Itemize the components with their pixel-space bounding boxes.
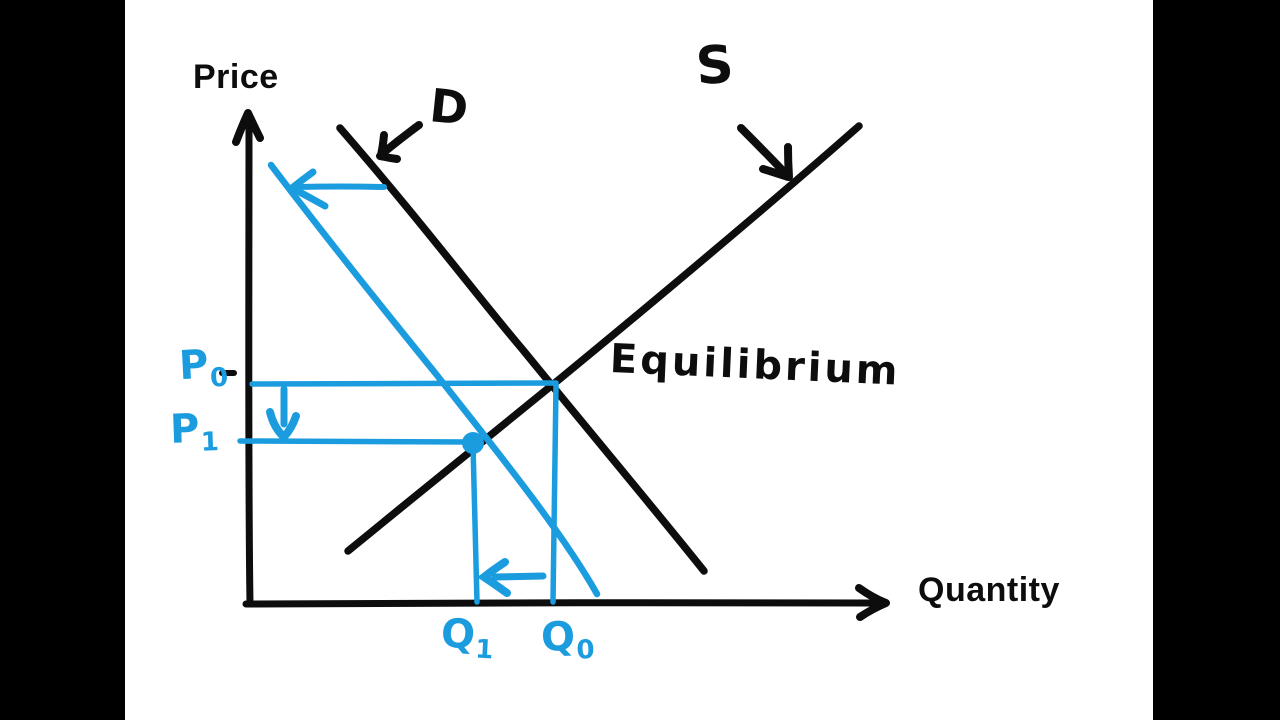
q0-marker-label: Q0 <box>540 613 595 666</box>
q1-marker-label: Q1 <box>439 610 494 666</box>
demand-curve <box>336 124 708 575</box>
p1-guide-line <box>237 438 475 445</box>
demand-curve-label: D <box>427 78 471 136</box>
q0-guide-line <box>550 382 559 605</box>
p1-subscript: 1 <box>200 427 220 458</box>
p0-main: P <box>177 341 210 390</box>
q0-subscript: 0 <box>575 635 596 666</box>
s-label-arrowhead-icon <box>759 143 793 181</box>
new-equilibrium-point <box>462 432 484 454</box>
y-axis-title: Price <box>193 58 279 96</box>
p0-guide-line <box>249 380 559 387</box>
d-label-arrowhead-icon <box>376 131 401 163</box>
x-axis-line <box>242 599 878 608</box>
q1-guide-line <box>470 442 480 605</box>
x-axis-title: Quantity <box>918 571 1060 609</box>
quantity-drop-arrowhead-icon <box>477 558 511 597</box>
p1-main: P <box>169 405 201 453</box>
demand-shift-arrow <box>294 183 387 190</box>
supply-curve <box>344 122 863 555</box>
x-axis-arrowhead-icon <box>855 584 890 621</box>
price-drop-arrowhead-icon <box>266 408 300 443</box>
q1-main: Q <box>439 610 477 659</box>
q1-subscript: 1 <box>474 634 495 666</box>
shifted-demand-curve <box>267 161 601 598</box>
p0-marker-label: P0 <box>177 341 229 394</box>
demand-shift-arrowhead-icon <box>288 168 329 210</box>
s-label-arrow <box>737 124 790 178</box>
y-axis-line <box>245 118 254 608</box>
y-axis-arrowhead-icon <box>232 109 264 146</box>
supply-curve-label: S <box>693 34 736 98</box>
p1-marker-label: P1 <box>169 405 219 458</box>
p0-subscript: 0 <box>209 362 229 394</box>
q0-main: Q <box>540 613 576 661</box>
d-label-arrow <box>379 121 423 157</box>
quantity-drop-arrow <box>491 572 547 581</box>
